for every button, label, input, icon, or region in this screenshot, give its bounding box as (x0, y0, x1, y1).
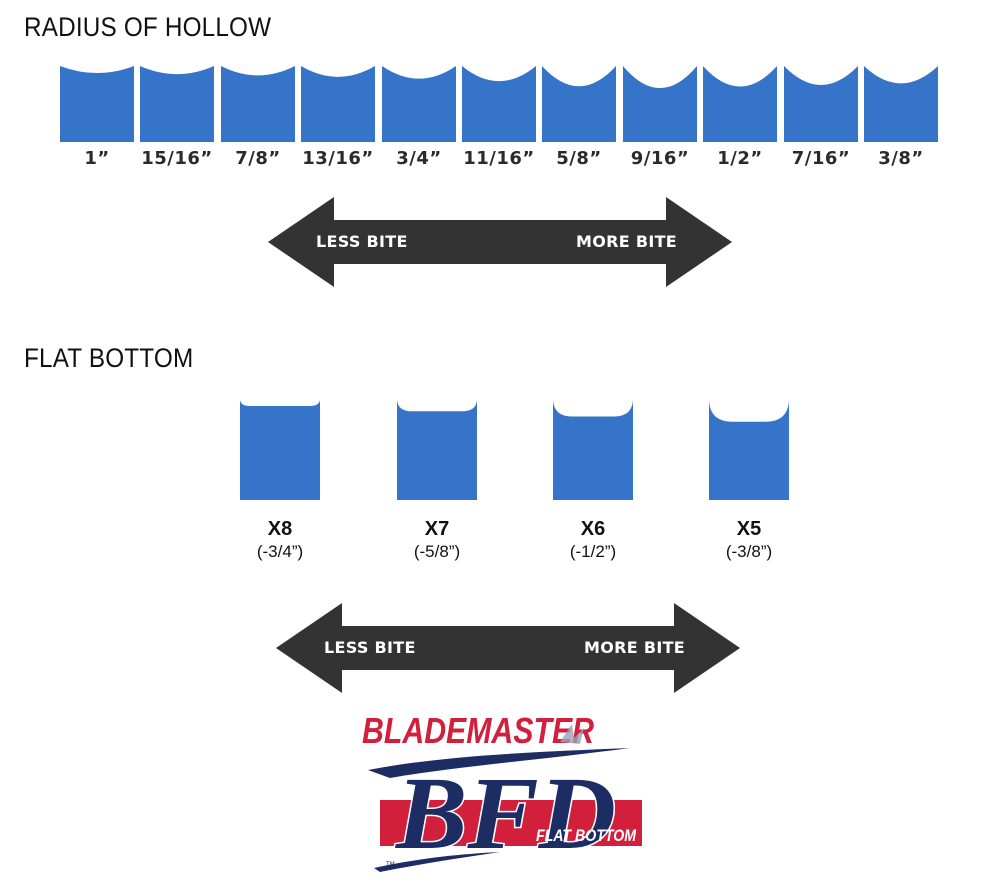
hollow-blade (382, 66, 456, 142)
radius-of-hollow-title: RADIUS OF HOLLOW (24, 12, 272, 42)
hollow-radius-label: 9/16” (630, 148, 690, 169)
flat-bottom-blade (709, 400, 789, 500)
double-arrow-icon (268, 197, 732, 287)
flat-bottom-grade: X8 (267, 518, 293, 540)
hollow-blade-shape (623, 66, 697, 142)
flat-bottom-blade-shape (240, 400, 320, 500)
hollow-radius-label: 7/16” (791, 148, 851, 169)
flat-bottom-tagline: FLAT BOTTOM (536, 826, 637, 845)
hollow-blade (60, 66, 134, 142)
flat-bottom-blade (553, 400, 633, 500)
hollow-blade (301, 66, 375, 142)
hollow-blade-shape (221, 66, 295, 142)
flat-bottom-grade: X6 (580, 518, 606, 540)
bite-arrow-flat-bottom: LESS BITE MORE BITE (276, 602, 740, 694)
flat-bottom-grade: X7 (424, 518, 450, 540)
trademark-mark: TM (385, 861, 395, 868)
hollow-radius-label: 3/8” (878, 148, 924, 169)
hollow-blade-row: 1” 15/16” 7/8” 13/16” 3/4” 11/16” 5/8” 9/16” 1/2… (0, 66, 1000, 176)
less-bite-label: LESS BITE (316, 232, 408, 251)
hollow-blade (864, 66, 938, 142)
hollow-blade-shape (542, 66, 616, 142)
hollow-blade-shape (60, 66, 134, 142)
bfd-mark: BFD (395, 756, 616, 871)
flat-bottom-blade-shape (709, 400, 789, 500)
hollow-radius-label: 3/4” (396, 148, 442, 169)
hollow-blade (462, 66, 536, 142)
blademaster-logo-icon: BLADEMASTER BFD FLAT BOTTOM TM (362, 710, 642, 873)
flat-bottom-blade (240, 400, 320, 500)
hollow-radius-label: 11/16” (463, 148, 535, 169)
bite-arrow-hollow: LESS BITE MORE BITE (268, 196, 732, 288)
flat-bottom-blade-shape (553, 400, 633, 500)
hollow-radius-label: 15/16” (141, 148, 213, 169)
hollow-blade-shape (703, 66, 777, 142)
hollow-radius-label: 7/8” (235, 148, 281, 169)
flat-bottom-equivalent: (-1/2”) (569, 542, 617, 561)
more-bite-label: MORE BITE (576, 232, 678, 251)
hollow-blade-shape (140, 66, 214, 142)
flat-bottom-equivalent: (-3/4”) (256, 542, 304, 561)
hollow-radius-label: 1” (84, 148, 110, 169)
double-arrow-icon (276, 603, 740, 693)
hollow-radius-label: 13/16” (302, 148, 374, 169)
hollow-radius-label: 1/2” (717, 148, 763, 169)
hollow-blade (623, 66, 697, 142)
hollow-blade-shape (784, 66, 858, 142)
hollow-blade (703, 66, 777, 142)
hollow-radius-label: 5/8” (556, 148, 602, 169)
hollow-blade-shape (301, 66, 375, 142)
blademaster-bfd-logo: BLADEMASTER BFD FLAT BOTTOM TM (360, 708, 645, 873)
hollow-blade-shape (864, 66, 938, 142)
flat-bottom-title: FLAT BOTTOM (24, 343, 194, 373)
hollow-blade (221, 66, 295, 142)
hollow-blade-shape (462, 66, 536, 142)
hollow-blade (784, 66, 858, 142)
flat-bottom-blade (397, 400, 477, 500)
flat-bottom-grade: X5 (736, 518, 762, 540)
flat-bottom-equivalent: (-3/8”) (725, 542, 773, 561)
hollow-blade (542, 66, 616, 142)
brand-wordmark: BLADEMASTER (362, 710, 594, 751)
flat-bottom-equivalent: (-5/8”) (413, 542, 461, 561)
hollow-blade (140, 66, 214, 142)
more-bite-label: MORE BITE (584, 638, 686, 657)
flat-bottom-blade-shape (397, 400, 477, 500)
hollow-blade-shape (382, 66, 456, 142)
less-bite-label: LESS BITE (324, 638, 416, 657)
